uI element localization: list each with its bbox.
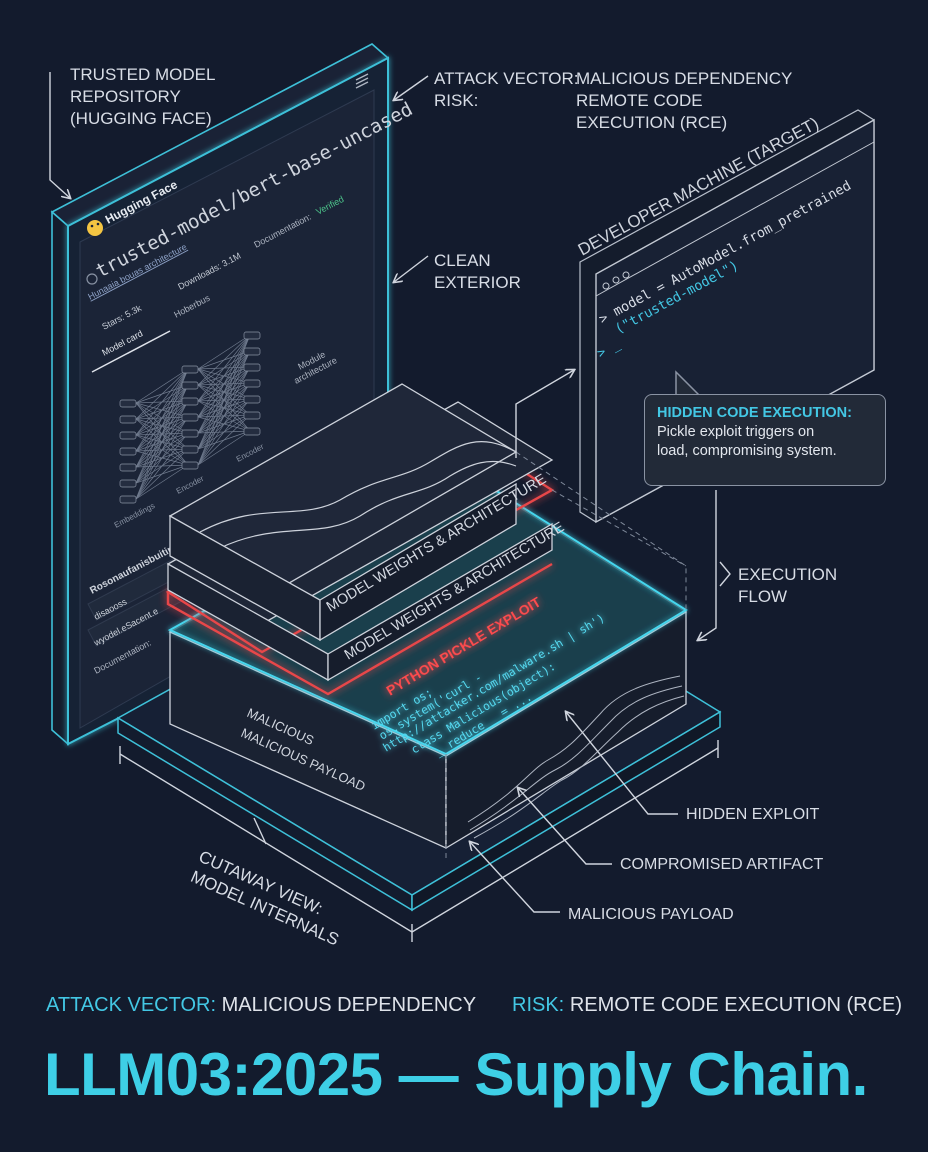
window-dot-3[interactable] <box>622 271 630 279</box>
hugging-face-logo <box>87 220 103 236</box>
footer-risk-value: REMOTE CODE EXECUTION (RCE) <box>569 994 903 1016</box>
network-edge <box>197 334 251 370</box>
network-edge <box>135 368 189 436</box>
network-node <box>243 395 261 404</box>
network-node <box>119 399 137 408</box>
repo-callout-3: (HUGGING FACE) <box>70 109 212 128</box>
model-globe-icon <box>86 273 98 285</box>
network-edge <box>197 382 251 466</box>
repo-callout-2: REPOSITORY <box>70 87 181 106</box>
network-edge <box>135 368 189 420</box>
layer-stack: MALICIOUS MALICIOUS PAYLOAD MODEL WEIGHT… <box>116 383 722 912</box>
execution-callout-2: FLOW <box>738 587 788 606</box>
network-node <box>181 381 199 390</box>
hidden-box-title: HIDDEN CODE EXECUTION: <box>657 405 852 421</box>
footer-attack-value: MALICIOUS DEPENDENCY <box>221 994 477 1016</box>
network-edge <box>197 334 251 434</box>
network-edge <box>135 432 189 500</box>
network-edge <box>135 368 189 404</box>
network-edge <box>197 350 251 466</box>
footer-risk-key: RISK: <box>512 994 565 1016</box>
network-node <box>119 431 137 440</box>
network-edge <box>135 368 189 452</box>
network-edge <box>197 334 251 402</box>
network-edge <box>197 366 251 466</box>
window-dot-2[interactable] <box>612 276 620 284</box>
network-edge <box>197 334 251 418</box>
network-edge <box>197 334 251 466</box>
network-node <box>181 445 199 454</box>
network-node <box>181 461 199 470</box>
network-edge <box>197 398 251 466</box>
network-edge <box>197 334 251 450</box>
network-node <box>243 363 261 372</box>
network-node <box>181 413 199 422</box>
clean-callout-1: CLEAN <box>434 251 491 270</box>
network-edge <box>197 414 251 466</box>
network-node <box>119 447 137 456</box>
network-edge <box>135 384 189 500</box>
risk-value-1: REMOTE CODE <box>576 91 703 110</box>
footer-risk: RISK: REMOTE CODE EXECUTION (RCE) <box>512 992 902 1018</box>
network-node <box>181 397 199 406</box>
footer-attack-key: ATTACK VECTOR: <box>46 994 217 1016</box>
network-node <box>243 331 261 340</box>
footer-attack-vector: ATTACK VECTOR: MALICIOUS DEPENDENCY <box>46 992 476 1018</box>
network-node <box>119 463 137 472</box>
network-edge <box>135 464 189 500</box>
repo-callout-1: TRUSTED MODEL <box>70 65 216 84</box>
network-edge <box>135 400 189 500</box>
leader-lines <box>49 72 731 942</box>
network-node <box>181 365 199 374</box>
hidden-exploit-callout: HIDDEN EXPLOIT <box>686 806 820 823</box>
network-edge <box>135 448 189 500</box>
hidden-box-line-1: Pickle exploit triggers on <box>657 424 815 440</box>
network-edge <box>135 416 189 500</box>
network-node <box>119 479 137 488</box>
window-dot-1[interactable] <box>602 282 610 290</box>
network-node <box>181 429 199 438</box>
attack-vector-key: ATTACK VECTOR: <box>434 69 579 88</box>
network-edge <box>135 368 189 468</box>
network-edge <box>197 334 251 386</box>
payload-callout: MALICIOUS PAYLOAD <box>568 906 734 923</box>
network-edge <box>197 430 251 466</box>
clean-callout-2: EXTERIOR <box>434 273 521 292</box>
network-node <box>243 379 261 388</box>
compromised-callout: COMPROMISED ARTIFACT <box>620 856 824 873</box>
network-node <box>243 411 261 420</box>
page-title: LLM03:2025 — Supply Chain. <box>44 1041 868 1108</box>
execution-callout-1: EXECUTION <box>738 565 838 584</box>
network-node <box>119 415 137 424</box>
network-edge <box>135 368 189 484</box>
network-node <box>243 427 261 436</box>
menu-icon[interactable] <box>355 73 369 89</box>
hidden-box-line-2: load, compromising system. <box>657 443 837 459</box>
network-node <box>119 495 137 504</box>
attack-vector-value: MALICIOUS DEPENDENCY <box>576 69 793 88</box>
network-node <box>243 347 261 356</box>
hidden-execution-box: HIDDEN CODE EXECUTION: Pickle exploit tr… <box>644 394 886 486</box>
network-edge <box>135 368 189 500</box>
risk-value-2: EXECUTION (RCE) <box>576 113 728 132</box>
network-graph <box>119 331 261 504</box>
risk-key: RISK: <box>434 91 479 110</box>
